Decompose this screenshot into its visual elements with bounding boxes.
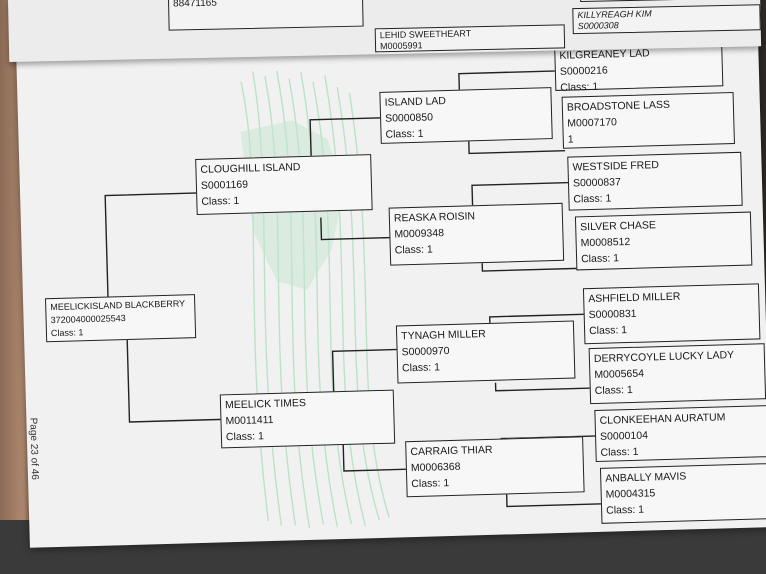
gg-box-8: ANBALLY MAVIS M0004315 Class: 1 xyxy=(599,463,766,524)
subject-box: MEELICKISLAND BLACKBERRY 372004000025543… xyxy=(44,294,197,343)
pedigree-sheet: MEELICKISLAND BLACKBERRY 372004000025543… xyxy=(16,27,766,548)
subject-class: Class: 1 xyxy=(50,327,84,339)
sire-sire-class: Class: 1 xyxy=(385,127,424,141)
dam-box: MEELICK TIMES M0011411 Class: 1 xyxy=(219,389,396,449)
gg-box-3: WESTSIDE FRED S0000837 Class: 1 xyxy=(567,151,743,211)
gg-box-2: BROADSTONE LASS M0007170 1 xyxy=(561,91,735,149)
sire-dam-box: REASKA ROISIN M0009348 Class: 1 xyxy=(388,202,565,266)
gg-box-7: CLONKEEHAN AURATUM S0000104 Class: 1 xyxy=(594,405,766,462)
top-sheet-lehid-box: LEHID SWEETHEART M0005991 xyxy=(374,24,566,53)
top-sheet-killyreagh-box: KILLYREAGH KIM S0000308 xyxy=(572,4,761,35)
top-sheet-class-box: Class: 1 xyxy=(579,0,761,3)
sire-dam-class: Class: 1 xyxy=(394,243,433,257)
dam-dam-box: CARRAIG THIAR M0006368 Class: 1 xyxy=(405,436,585,498)
sire-sire-box: ISLAND LAD S0000850 Class: 1 xyxy=(379,87,553,144)
sire-class: Class: 1 xyxy=(201,194,240,208)
dam-sire-class: Class: 1 xyxy=(401,361,441,375)
dam-sire-box: TYNAGH MILLER S0000970 Class: 1 xyxy=(395,320,576,384)
gg-box-5: ASHFIELD MILLER S0000831 Class: 1 xyxy=(582,283,761,345)
top-sheet-partial-box: 88471165 xyxy=(167,0,364,31)
gg-box-4: SILVER CHASE M0008512 Class: 1 xyxy=(574,211,753,271)
sire-box: CLOUGHILL ISLAND S0001169 Class: 1 xyxy=(195,154,373,216)
gg-box-6: DERRYCOYLE LUCKY LADY M0005654 Class: 1 xyxy=(588,343,766,405)
dam-dam-class: Class: 1 xyxy=(411,477,450,491)
dam-class: Class: 1 xyxy=(225,430,265,444)
page-number-label: Page 23 of 46 xyxy=(27,417,41,481)
